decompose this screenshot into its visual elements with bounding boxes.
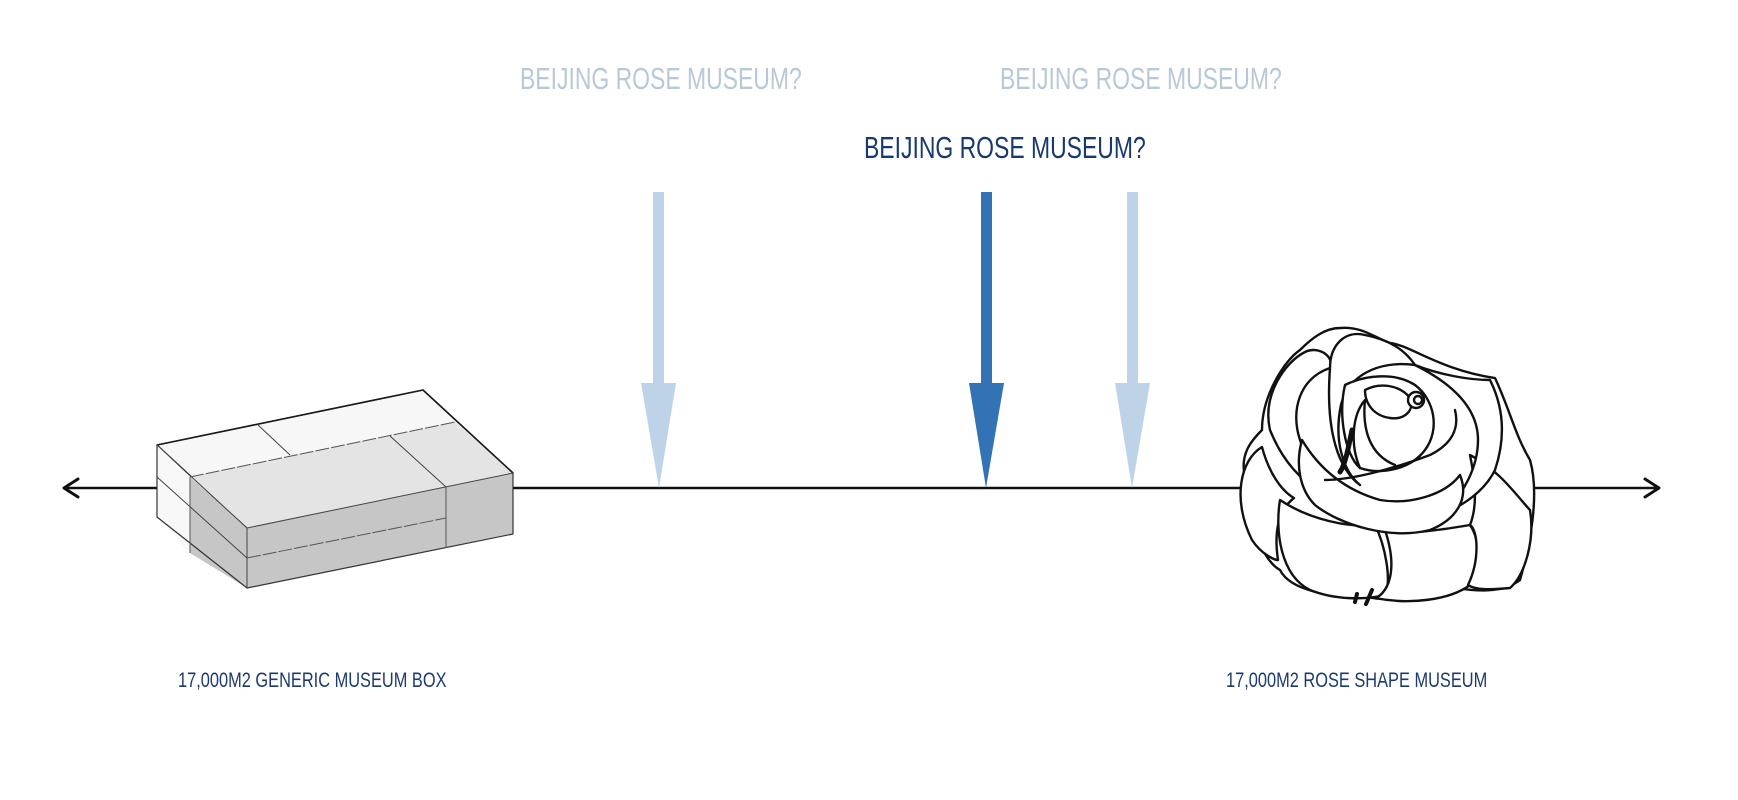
- marker-arrow-right: [1115, 192, 1150, 488]
- caption-generic-box: 17,000M2 GENERIC MUSEUM BOX: [178, 669, 447, 692]
- question-title-left: BEIJING ROSE MUSEUM?: [520, 61, 802, 96]
- arrow-left-icon: [62, 477, 80, 499]
- arrow-right-icon: [1643, 477, 1661, 499]
- question-title-right: BEIJING ROSE MUSEUM?: [1000, 61, 1282, 96]
- question-title-highlighted: BEIJING ROSE MUSEUM?: [864, 130, 1146, 165]
- rose-icon: [1239, 326, 1536, 606]
- museum-box-icon: [156, 389, 514, 589]
- marker-arrow-center: [969, 192, 1004, 488]
- marker-arrow-left: [641, 192, 676, 488]
- caption-rose-museum: 17,000M2 ROSE SHAPE MUSEUM: [1226, 669, 1488, 692]
